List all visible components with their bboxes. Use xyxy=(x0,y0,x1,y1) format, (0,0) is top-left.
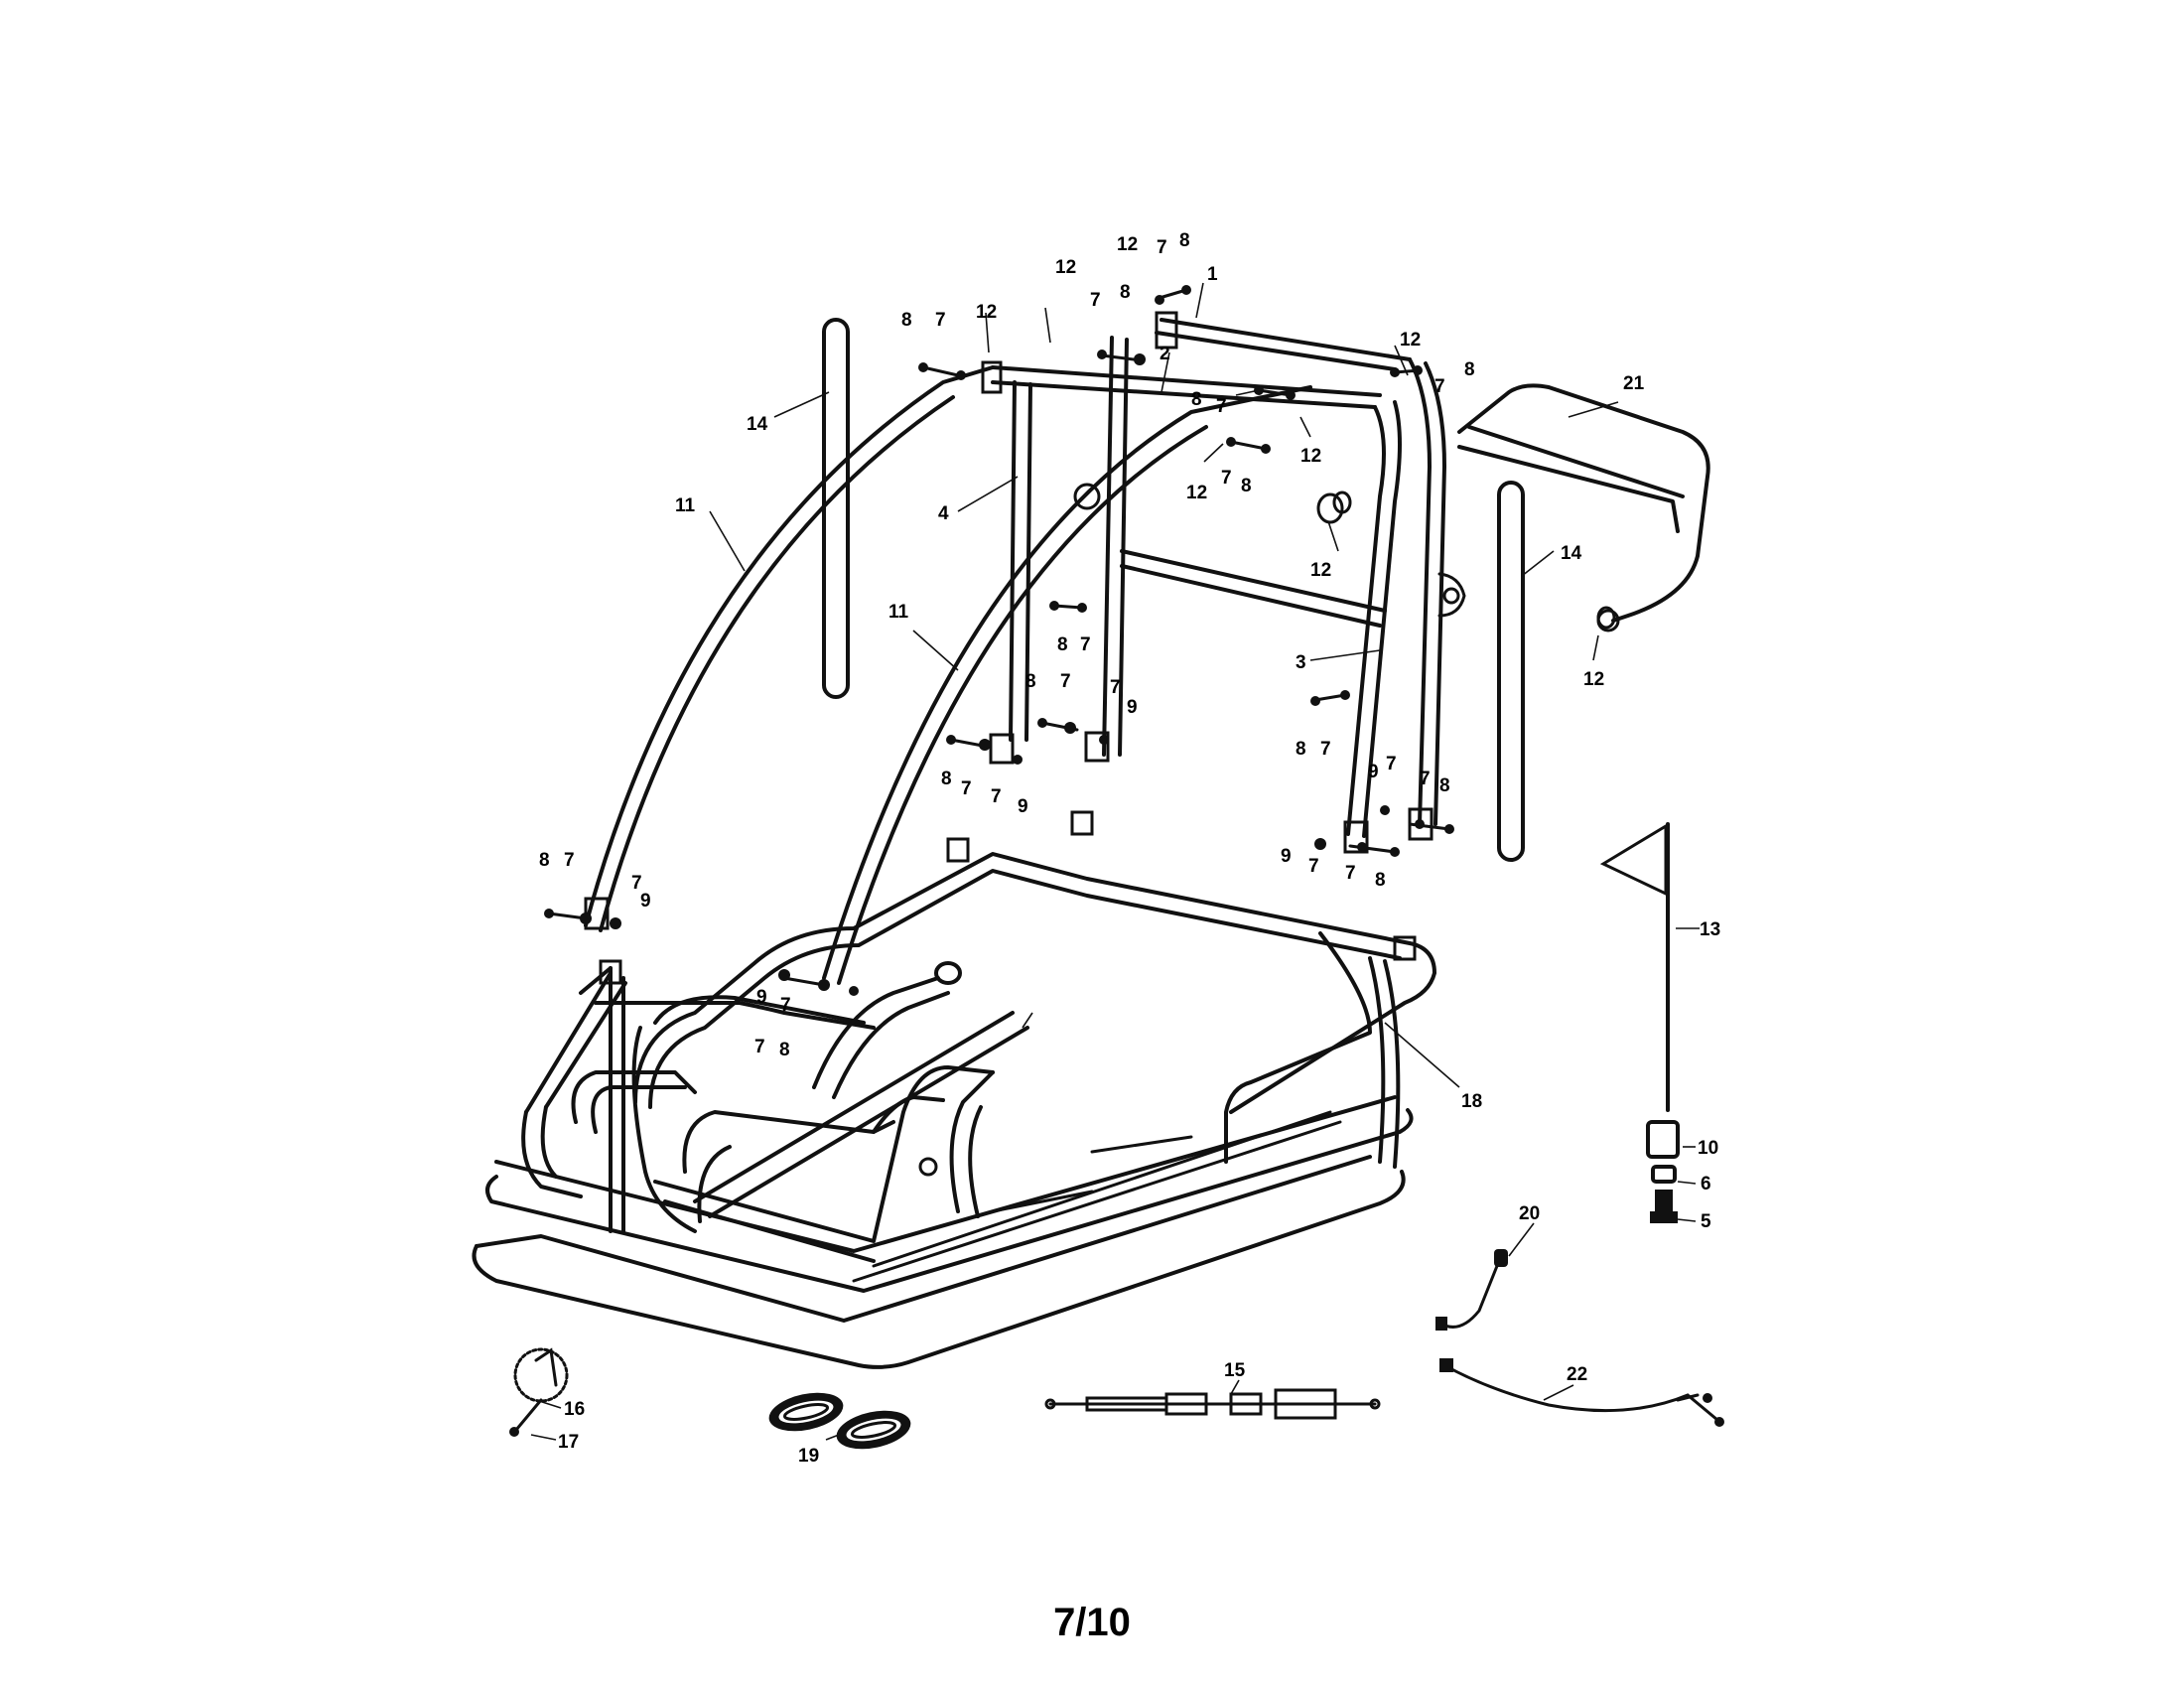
callout-7-n: 7 xyxy=(1345,863,1356,884)
callout-8-f: 8 xyxy=(1241,476,1252,496)
callout-7-t: 7 xyxy=(754,1037,765,1057)
callout-8-h: 8 xyxy=(1025,671,1036,692)
callout-7-r: 7 xyxy=(631,873,642,894)
callout-20: 20 xyxy=(1519,1203,1540,1224)
callout-18: 18 xyxy=(1461,1091,1482,1112)
callout-12-f: 12 xyxy=(1186,483,1207,503)
callout-7-q: 7 xyxy=(564,850,575,871)
wire-harness-20 xyxy=(1435,1249,1508,1331)
callout-7-g: 7 xyxy=(1080,634,1091,655)
roll-cage xyxy=(584,311,1466,985)
callout-2: 2 xyxy=(1160,344,1170,364)
base-frame xyxy=(472,810,1436,1369)
callout-16: 16 xyxy=(564,1399,585,1420)
callout-7-o: 7 xyxy=(961,778,972,799)
side-bar-left xyxy=(822,318,850,699)
callout-9-b: 9 xyxy=(1368,762,1379,782)
callout-9-a: 9 xyxy=(1127,697,1138,718)
callout-8-a: 8 xyxy=(1179,230,1190,251)
callout-14-b: 14 xyxy=(1561,543,1582,564)
callout-12-b: 12 xyxy=(1117,234,1138,255)
callout-22: 22 xyxy=(1567,1364,1587,1385)
hardware-fasteners xyxy=(544,285,1616,996)
callout-labels: 12 12 7 8 1 8 7 12 8 7 2 12 7 8 8 7 12 1… xyxy=(539,230,1720,1467)
callout-10: 10 xyxy=(1698,1138,1718,1159)
callout-12-c: 12 xyxy=(976,302,997,323)
callout-12-g: 12 xyxy=(1310,560,1331,581)
callout-8-k: 8 xyxy=(1375,870,1386,891)
callout-9-d: 9 xyxy=(1018,796,1028,817)
callout-8-g: 8 xyxy=(1057,634,1068,655)
side-bar-right xyxy=(1497,481,1525,862)
callout-7-e: 7 xyxy=(1216,396,1227,417)
foot-pads xyxy=(768,1392,911,1450)
callout-21: 21 xyxy=(1623,373,1645,394)
callout-5: 5 xyxy=(1701,1211,1711,1232)
callout-8-j: 8 xyxy=(1439,775,1450,796)
callout-7-j: 7 xyxy=(1320,739,1331,760)
callout-6: 6 xyxy=(1701,1174,1711,1194)
callout-11-b: 11 xyxy=(888,602,909,623)
callout-7-h: 7 xyxy=(1060,671,1071,692)
callout-12-d: 12 xyxy=(1400,330,1421,351)
callout-7-f: 7 xyxy=(1221,468,1232,489)
rear-rack xyxy=(1457,383,1710,632)
callout-7-a: 7 xyxy=(1157,237,1167,258)
callout-8-n: 8 xyxy=(779,1040,790,1060)
callout-14-a: 14 xyxy=(747,414,768,435)
callout-8-m: 8 xyxy=(539,850,550,871)
callout-13: 13 xyxy=(1700,919,1720,940)
callout-3: 3 xyxy=(1296,652,1306,673)
callout-12-e: 12 xyxy=(1300,446,1321,467)
callout-7-c: 7 xyxy=(935,310,946,331)
callout-1: 1 xyxy=(1207,264,1218,285)
callout-19: 19 xyxy=(798,1446,819,1467)
leader-lines xyxy=(530,282,1700,1441)
callout-9-e: 9 xyxy=(640,891,651,912)
callout-8-c: 8 xyxy=(901,310,912,331)
callout-7-d: 7 xyxy=(1434,376,1445,397)
callout-7-l: 7 xyxy=(1420,769,1431,789)
safety-flag xyxy=(1599,822,1680,1223)
callout-8-e: 8 xyxy=(1191,389,1202,410)
callout-17: 17 xyxy=(558,1432,579,1453)
callout-7-k: 7 xyxy=(1386,754,1397,774)
callout-9-f: 9 xyxy=(756,987,767,1008)
callout-15: 15 xyxy=(1224,1360,1246,1381)
callout-7-s: 7 xyxy=(780,995,791,1016)
callout-7-m: 7 xyxy=(1308,856,1319,877)
callout-8-l: 8 xyxy=(941,769,952,789)
throttle-cable xyxy=(1044,1388,1381,1420)
callout-8-d: 8 xyxy=(1464,359,1475,380)
callout-8-i: 8 xyxy=(1296,739,1306,760)
callout-12-a: 12 xyxy=(1055,257,1076,278)
wire-harness-22 xyxy=(1439,1358,1724,1427)
callout-7-i: 7 xyxy=(1110,677,1121,698)
callout-9-c: 9 xyxy=(1281,846,1292,867)
detail-bolt xyxy=(509,1347,569,1437)
page-number: 7/10 xyxy=(1053,1601,1131,1644)
callout-11-a: 11 xyxy=(675,495,696,516)
callout-7-p: 7 xyxy=(991,786,1002,807)
callout-4: 4 xyxy=(938,503,949,524)
callout-12-h: 12 xyxy=(1583,669,1604,690)
callout-7-b: 7 xyxy=(1090,290,1101,311)
callout-8-b: 8 xyxy=(1120,282,1131,303)
